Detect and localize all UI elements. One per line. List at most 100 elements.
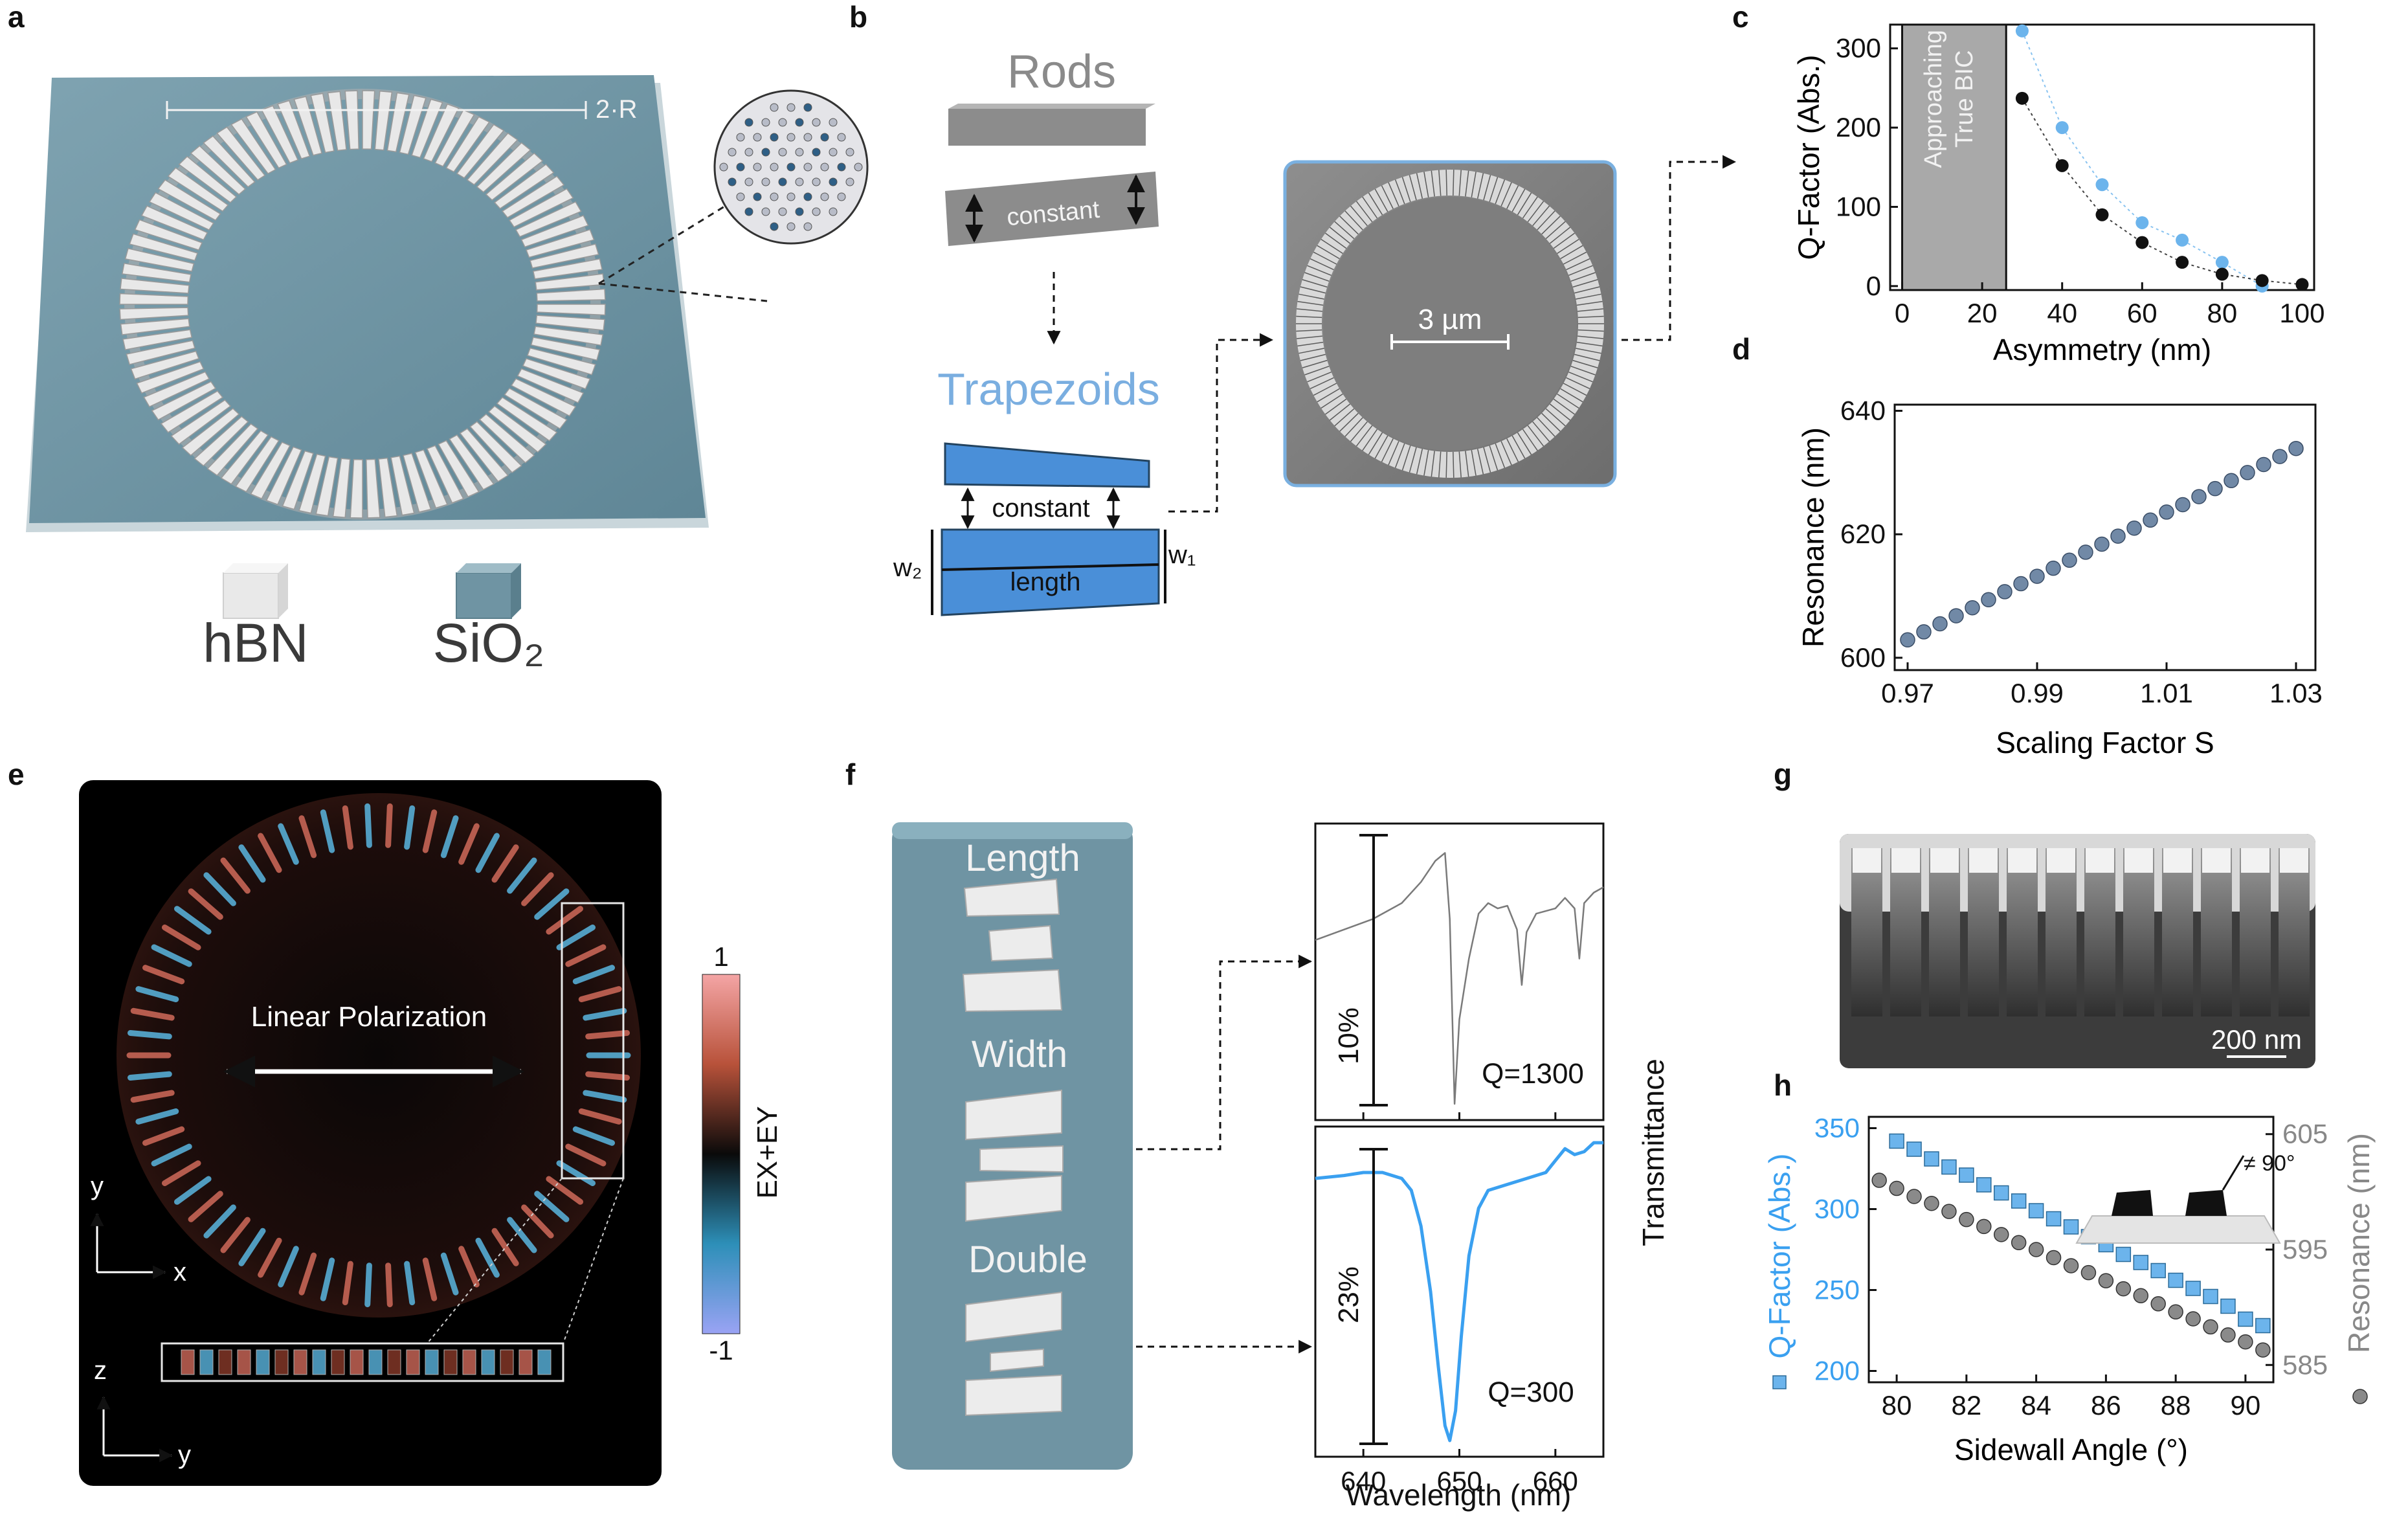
panel-letter-c: c (1732, 0, 1749, 34)
field-lobe (583, 1090, 627, 1103)
field-ring-pattern (126, 803, 631, 1308)
h-point-s1 (2220, 1327, 2236, 1343)
c-ytick-label: 300 (1836, 33, 1881, 63)
d-point-s0 (2288, 440, 2304, 456)
sem-ring-gap (1329, 403, 1351, 421)
field-lobe (188, 888, 223, 920)
h-point-s1 (2046, 1250, 2062, 1266)
field-lobe (585, 1030, 630, 1040)
dimension-label: 2·R (596, 95, 637, 124)
ring-bar (414, 449, 449, 509)
panel-a-schematic: 2·R hBN SiO₂ (26, 75, 869, 673)
chip-label-width: Width (972, 1033, 1067, 1075)
c-point-s0 (2015, 24, 2029, 38)
sem-ring-gap (1522, 429, 1538, 451)
field-lobe (320, 1257, 335, 1301)
h-point-s0 (2168, 1272, 2183, 1288)
sem-ring-gap (1302, 359, 1328, 368)
sem-ring-gap (1302, 279, 1328, 288)
ring-bar (130, 350, 199, 380)
ring-bar (327, 91, 347, 152)
ring-bar (423, 103, 460, 163)
ring-bar (121, 262, 192, 283)
sem-ring-gap (1438, 451, 1442, 478)
side-cell (274, 1349, 289, 1375)
h-ytick-right-label: 585 (2282, 1349, 2328, 1380)
field-lobe (298, 815, 317, 858)
sem-ring-gap (1572, 359, 1598, 368)
ring-bar (220, 430, 269, 485)
d-point-s0 (1900, 632, 1915, 648)
sem-ring-gap (1339, 216, 1359, 235)
d-point-s0 (2159, 504, 2174, 520)
c-point-s1 (2295, 278, 2309, 291)
panel-f-ylabel: Transmittance (1636, 1059, 1670, 1246)
sidewall-pillar (2007, 848, 2038, 1016)
lattice-atom (786, 163, 796, 172)
ring-bar (157, 179, 221, 221)
sem-ring-gap (1545, 221, 1566, 240)
sem-ring-gap (1381, 185, 1394, 209)
ring-bar (411, 98, 443, 159)
field-lobe (238, 844, 266, 883)
sidewall-pillar-top (2086, 848, 2114, 873)
sem-ring-gap (1355, 425, 1373, 447)
ring-bar (178, 155, 238, 203)
d-point-s0 (2175, 497, 2191, 513)
h-point-s0 (2185, 1281, 2201, 1296)
right-axis-marker-key (2352, 1389, 2368, 1404)
c-point-s1 (2176, 256, 2189, 269)
sem-ring-gap (1394, 179, 1405, 205)
chip-bar-width-2 (979, 1145, 1064, 1173)
lattice-atom (778, 148, 787, 157)
side-cell (462, 1349, 476, 1375)
ring-bar (344, 90, 359, 150)
lattice-atom (795, 207, 804, 216)
h-point-s1 (2255, 1342, 2271, 1358)
field-lobe (258, 833, 282, 873)
ring-bar (485, 152, 544, 201)
field-lobe (578, 1108, 622, 1125)
lattice-atom (803, 222, 812, 231)
sem-ring-gap (1560, 245, 1583, 260)
field-lobe (320, 809, 335, 853)
f-xtick-label: 650 (1436, 1466, 1482, 1496)
ring-bar (511, 378, 577, 417)
lattice-atom (803, 192, 812, 201)
sem-ring-gap (1577, 308, 1603, 312)
field-lobe (521, 1204, 554, 1239)
sem-ring-gap (1574, 286, 1600, 294)
lattice-atom (761, 177, 770, 186)
lattice-atom (770, 222, 779, 231)
sem-ring-gap (1296, 329, 1322, 332)
ring-bar (315, 456, 339, 517)
sem-ring-gap (1495, 179, 1506, 205)
ring-bar (194, 416, 249, 467)
sem-ring-gap (1339, 412, 1359, 432)
sem-ring-gap (1334, 221, 1355, 240)
sem-ring-gap (1321, 393, 1343, 409)
field-lobe (278, 823, 299, 865)
sidewall-pillar (2123, 848, 2154, 1016)
f-xtick-label: 640 (1341, 1466, 1386, 1496)
sidewall-pillar-top (1930, 848, 1959, 873)
c-point-s0 (2095, 178, 2109, 192)
polarization-label: Linear Polarization (251, 1001, 487, 1033)
lattice-atom (786, 133, 796, 142)
lattice-atom (845, 148, 854, 157)
lattice-atom (829, 118, 838, 127)
colorbar (702, 974, 741, 1334)
lattice-atom (812, 118, 821, 127)
side-cell (481, 1349, 495, 1375)
ring-bar (536, 288, 606, 302)
c-xtick-label: 20 (1967, 298, 1998, 328)
zoom-connector-1 (427, 1178, 563, 1344)
field-lobe (521, 872, 554, 906)
field-lobe (298, 1252, 317, 1296)
field-lobe (565, 944, 607, 967)
lattice-atom (744, 148, 753, 157)
sem-ring-gap (1344, 417, 1363, 437)
